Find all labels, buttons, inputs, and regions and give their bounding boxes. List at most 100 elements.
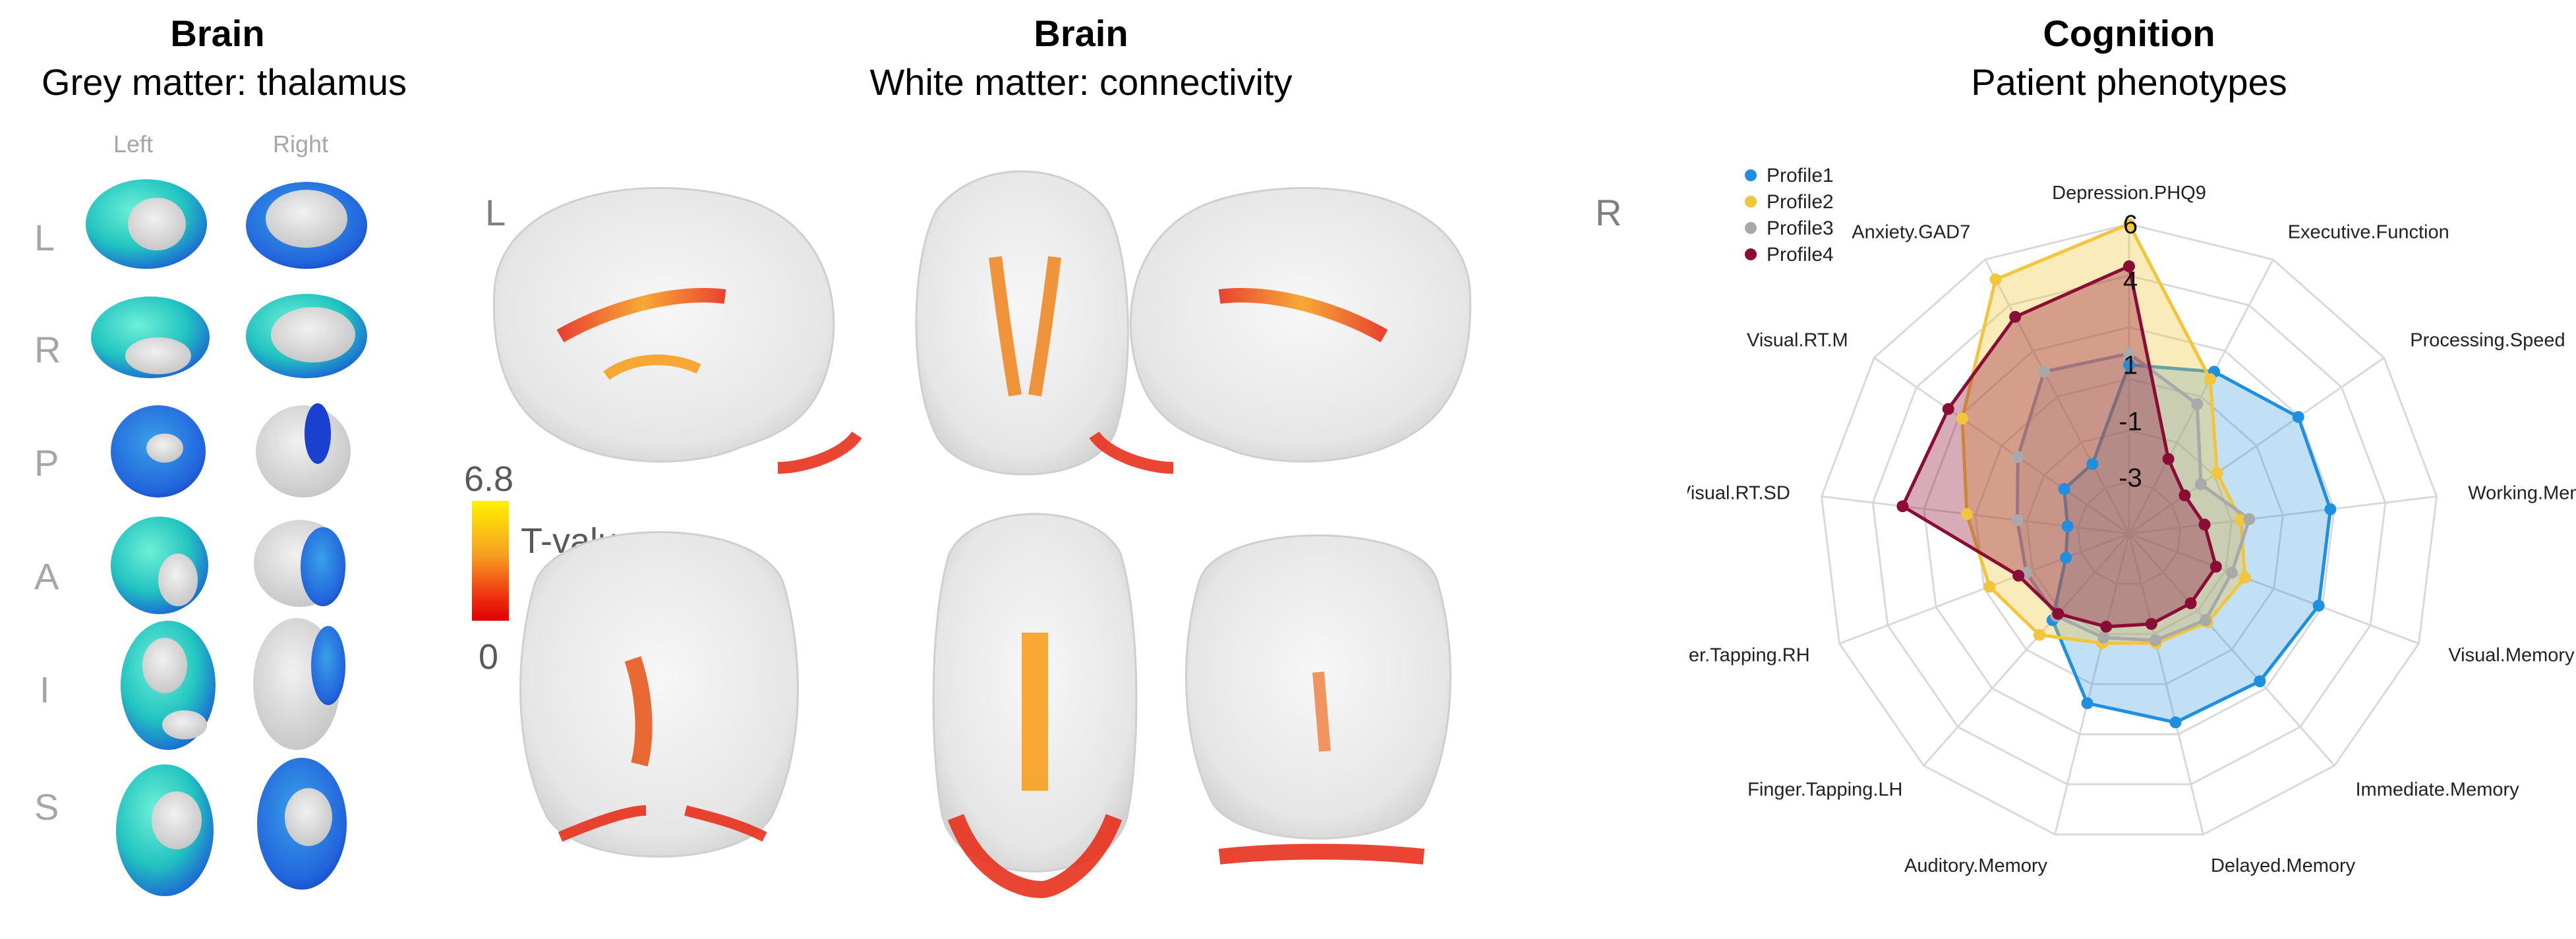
thalamus-right-superior (257, 758, 347, 890)
thalamus-left-lateral (86, 179, 207, 269)
glass-brain-posterior (519, 531, 799, 858)
radar-point-profile4 (2012, 569, 2025, 582)
tract-posterior (624, 656, 653, 767)
legend-label: Profile3 (1767, 217, 1834, 239)
thalamus-view-label: R (34, 329, 61, 370)
radar-point-profile4 (1896, 500, 1909, 513)
radar-spoke (1821, 495, 2130, 535)
radar-point-profile4 (2184, 597, 2197, 610)
legend-marker (1745, 248, 1757, 260)
radar-axis-label: Finger.Tapping.LH (1747, 780, 1902, 801)
radar-point-profile2 (2211, 467, 2223, 479)
radar-spoke (1984, 259, 2130, 534)
radar-spoke (2128, 356, 2385, 535)
radar-axis-label: Visual.RT.SD (1687, 483, 1790, 504)
radar-point-profile2 (1960, 508, 1973, 521)
thalamus-left-inferior (121, 621, 216, 750)
tract-axial-top-left (989, 256, 1022, 397)
radar-point-profile4 (2210, 560, 2222, 573)
legend-marker (1745, 196, 1757, 208)
radar-point-profile3 (2149, 634, 2161, 646)
cognition-title: Cognition (2043, 13, 2215, 54)
radar-axis-label: Visual.RT.M (1747, 330, 1848, 351)
radar-grid-ring (1974, 378, 2284, 685)
radar-point-profile3 (2011, 514, 2024, 526)
radar-axis-label: Depression.PHQ9 (2052, 183, 2206, 204)
radar-grid-ring (2076, 481, 2182, 585)
radar-spoke (2128, 533, 2204, 835)
colorbar (472, 501, 509, 621)
radar-tick-label: -3 (2119, 464, 2142, 493)
thalamus-view-label: S (34, 786, 59, 828)
radar-point-profile3 (2037, 366, 2050, 378)
tract-left-sagittal-upper (556, 288, 726, 343)
radar-tick-label: 1 (2123, 351, 2138, 380)
thalamus-left-superior (116, 764, 214, 896)
radar-point-profile1 (2312, 600, 2325, 612)
thalamus-view-label: I (40, 669, 50, 710)
legend-marker (1745, 169, 1757, 181)
radar-axis-label: Immediate.Memory (2355, 780, 2519, 801)
radar-axis-label: Finger.Tapping.RH (1687, 645, 1810, 666)
thalamus-left-right-view (91, 297, 210, 378)
radar-tick-label: -1 (2119, 407, 2142, 436)
radar-point-profile4 (2198, 519, 2211, 531)
thalamus-right-posterior (256, 403, 351, 498)
colorbar-max-label: 6.8 (464, 459, 514, 499)
thalamus-view-label: P (34, 442, 59, 484)
radar-tick-label: 4 (2123, 266, 2138, 295)
radar-point-profile2 (1983, 581, 1996, 593)
radar-point-profile1 (2060, 552, 2072, 564)
radar-point-profile1 (2292, 411, 2304, 423)
radar-grid-ring (2025, 429, 2233, 635)
radar-point-profile4 (2100, 621, 2113, 633)
thalamus-left-anterior (111, 517, 208, 614)
connectivity-subtitle: White matter: connectivity (869, 61, 1293, 103)
radar-point-profile3 (2195, 478, 2208, 490)
tract-right-cerebellar (1089, 431, 1174, 474)
right-hemisphere-marker: R (1595, 192, 1622, 233)
radar-spoke (2128, 533, 2335, 766)
thalamus-title: Brain (170, 13, 265, 54)
radar-point-profile2 (1956, 413, 1968, 425)
radar-axis-label: Processing.Speed (2410, 330, 2565, 351)
radar-tick-label: 6 (2123, 210, 2138, 239)
radar-series-profile3 (2015, 351, 2252, 642)
radar-point-profile4 (2179, 489, 2191, 501)
radar-point-profile2 (2204, 373, 2217, 385)
radar-point-profile1 (2081, 697, 2093, 710)
legend-marker (1745, 222, 1757, 234)
glass-brain-left-sagittal (492, 186, 835, 463)
radar-point-profile1 (2086, 458, 2099, 470)
tract-anterior-center (1312, 671, 1331, 752)
radar-point-profile2 (2033, 629, 2045, 641)
radar-point-profile3 (2225, 567, 2238, 579)
thalamus-right-label: Right (273, 130, 329, 157)
radar-point-profile3 (2123, 347, 2135, 360)
radar-axis-label: Visual.Memory (2448, 645, 2575, 666)
glass-brain-axial-top (915, 170, 1129, 476)
legend-label: Profile2 (1767, 191, 1834, 213)
radar-axis-label: Anxiety.GAD7 (1852, 221, 1970, 242)
thalamus-left-posterior (111, 405, 206, 498)
thalamus-renderings (86, 179, 367, 896)
radar-point-profile2 (2239, 571, 2251, 584)
glass-brain-right-sagittal (1129, 186, 1472, 463)
radar-axis-label: Auditory.Memory (1904, 855, 2048, 876)
legend-label: Profile4 (1767, 244, 1834, 266)
radar-point-profile1 (2324, 503, 2337, 515)
thalamus-view-label: L (34, 217, 55, 258)
radar-series-profile2 (1960, 221, 2247, 645)
tract-posterior-cerebellar-left (558, 805, 647, 842)
radar-point-profile1 (2254, 675, 2266, 687)
radar-spoke (1873, 356, 2130, 535)
left-hemisphere-marker: L (485, 192, 506, 233)
radar-axis-label: Delayed.Memory (2211, 855, 2356, 876)
tract-left-sagittal-lower (603, 355, 701, 380)
radar-spoke (2054, 533, 2130, 835)
radar-axis-label: Working.Memory (2468, 483, 2576, 504)
radar-point-profile3 (2200, 614, 2212, 627)
tract-axial-bottom-cerebellar-right (1040, 814, 1123, 898)
radar-point-profile1 (2058, 483, 2070, 496)
radar-spoke (2128, 532, 2419, 645)
